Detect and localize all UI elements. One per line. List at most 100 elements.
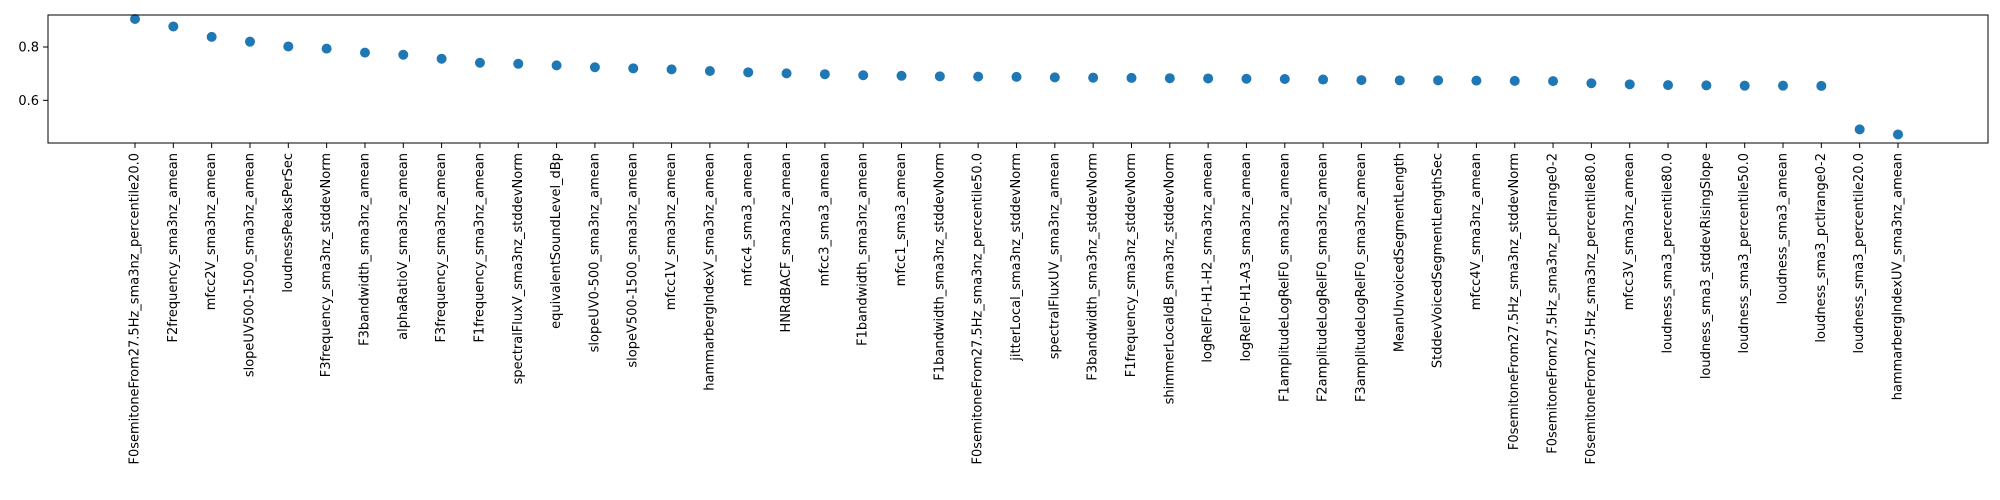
x-tick-label: F1bandwidth_sma3nz_stddevNorm (932, 153, 947, 381)
data-point (436, 53, 447, 64)
data-point (896, 70, 907, 81)
data-points (130, 14, 1903, 140)
x-tick-label: hammarbergIndexV_sma3nz_amean (702, 153, 717, 391)
data-point (628, 63, 639, 74)
data-point (819, 69, 830, 80)
data-point (551, 60, 562, 71)
x-tick-label: F2frequency_sma3nz_amean (166, 153, 181, 343)
y-tick-label: 0.8 (18, 41, 39, 56)
x-tick-label: F3bandwidth_sma3nz_amean (357, 153, 372, 346)
data-point (321, 43, 332, 54)
x-tick-label: mfcc3_sma3_amean (817, 153, 832, 286)
data-point (1624, 79, 1635, 90)
data-point (206, 31, 217, 42)
x-tick-label: F0semitoneFrom27.5Hz_sma3nz_percentile50… (971, 153, 986, 465)
data-point (934, 71, 945, 82)
data-point (589, 62, 600, 73)
data-point (1126, 72, 1137, 83)
x-tick-label: jitterLocal_sma3nz_stddevNorm (1009, 153, 1024, 362)
data-point (398, 49, 409, 60)
x-tick-label: slopeUV0-500_sma3nz_amean (587, 153, 602, 352)
x-tick-label: loudness_sma3_percentile80.0 (1661, 153, 1676, 353)
y-axis: 0.6 0.8 (18, 41, 48, 109)
x-tick-label: mfcc4_sma3_amean (741, 153, 756, 286)
x-tick-label: alphaRatioV_sma3nz_amean (396, 153, 411, 340)
x-tick-label: F1frequency_sma3nz_amean (472, 153, 487, 343)
data-point (1893, 129, 1903, 140)
x-tick-label: logRelF0-H1-A3_sma3nz_amean (1239, 153, 1254, 362)
y-tick-label: 0.6 (18, 94, 39, 109)
x-tick-label: F1bandwidth_sma3nz_amean (856, 153, 871, 346)
data-point (244, 36, 255, 47)
x-tick-label: F0semitoneFrom27.5Hz_sma3nz_percentile20… (128, 153, 143, 465)
data-point (1816, 80, 1827, 91)
x-axis: F0semitoneFrom27.5Hz_sma3nz_percentile20… (128, 143, 1906, 465)
data-point (1279, 74, 1290, 84)
data-point (1509, 75, 1520, 86)
data-point (1548, 76, 1559, 87)
data-point (474, 57, 485, 68)
x-tick-label: loudness_sma3_percentile20.0 (1852, 153, 1867, 353)
x-tick-label: loudness_sma3_pctlrange0-2 (1814, 153, 1829, 343)
data-point (743, 67, 754, 78)
data-point (1778, 80, 1789, 91)
x-tick-label: F0semitoneFrom27.5Hz_sma3nz_stddevNorm (1507, 153, 1522, 450)
plot-frame (47, 14, 1989, 144)
data-point (973, 71, 984, 82)
x-tick-label: F3frequency_sma3nz_amean (434, 153, 449, 343)
data-point (1318, 74, 1329, 85)
data-point (1164, 73, 1175, 84)
x-tick-label: F2amplitudeLogRelF0_sma3nz_amean (1316, 153, 1331, 402)
x-tick-label: loudness_sma3_stddevRisingSlope (1699, 153, 1714, 379)
data-point (1241, 73, 1252, 84)
data-point (283, 41, 294, 52)
x-tick-label: slopeV500-1500_sma3nz_amean (626, 153, 641, 368)
data-point (1011, 71, 1022, 82)
x-tick-label: equivalentSoundLevel_dBp (549, 153, 564, 329)
data-point (1394, 75, 1405, 86)
data-point (1049, 72, 1060, 83)
x-tick-label: HNRdBACF_sma3nz_amean (779, 153, 794, 333)
x-tick-label: MeanUnvoicedSegmentLength (1392, 153, 1407, 352)
x-tick-label: spectralFluxV_sma3nz_stddevNorm (511, 153, 526, 384)
data-point (359, 47, 370, 58)
data-point (666, 64, 677, 75)
data-point (513, 58, 524, 69)
x-tick-label: F1frequency_sma3nz_stddevNorm (1124, 153, 1139, 377)
x-tick-label: mfcc1V_sma3nz_amean (664, 153, 679, 310)
x-tick-label: mfcc1_sma3_amean (894, 153, 909, 286)
data-point (1088, 72, 1099, 83)
x-tick-label: F0semitoneFrom27.5Hz_sma3nz_percentile80… (1584, 153, 1599, 465)
data-point (1663, 80, 1674, 91)
x-tick-label: F3amplitudeLogRelF0_sma3nz_amean (1354, 153, 1369, 402)
x-tick-label: F3frequency_sma3nz_stddevNorm (319, 153, 334, 377)
x-tick-label: spectralFluxUV_sma3nz_amean (1047, 153, 1062, 359)
data-point (1203, 73, 1214, 84)
data-point (781, 68, 792, 79)
x-tick-label: mfcc4V_sma3nz_amean (1469, 153, 1484, 310)
data-point (1701, 80, 1712, 91)
data-point (1356, 75, 1367, 86)
x-tick-label: F0semitoneFrom27.5Hz_sma3nz_pctlrange0-2 (1546, 153, 1561, 454)
x-tick-label: F1amplitudeLogRelF0_sma3nz_amean (1277, 153, 1292, 402)
data-point (1854, 124, 1865, 135)
x-tick-label: F3bandwidth_sma3nz_stddevNorm (1086, 153, 1101, 381)
x-tick-label: logRelF0-H1-H2_sma3nz_amean (1201, 153, 1216, 363)
x-tick-label: mfcc3V_sma3nz_amean (1622, 153, 1637, 310)
x-tick-label: hammarbergIndexUV_sma3nz_amean (1891, 153, 1906, 400)
x-tick-label: loudnessPeaksPerSec (281, 153, 296, 293)
data-point (130, 14, 140, 24)
data-point (168, 21, 179, 32)
x-tick-label: loudness_sma3_amean (1776, 153, 1791, 304)
x-tick-label: loudness_sma3_percentile50.0 (1737, 153, 1752, 353)
x-tick-label: shimmerLocaldB_sma3nz_stddevNorm (1162, 153, 1177, 404)
data-point (858, 70, 869, 81)
data-point (1586, 78, 1597, 89)
data-point (1433, 75, 1444, 86)
x-tick-label: mfcc2V_sma3nz_amean (204, 153, 219, 310)
x-tick-label: StddevVoicedSegmentLengthSec (1431, 153, 1446, 368)
x-tick-label: slopeUV500-1500_sma3nz_amean (242, 153, 257, 377)
data-point (1471, 75, 1482, 86)
data-point (704, 66, 715, 76)
